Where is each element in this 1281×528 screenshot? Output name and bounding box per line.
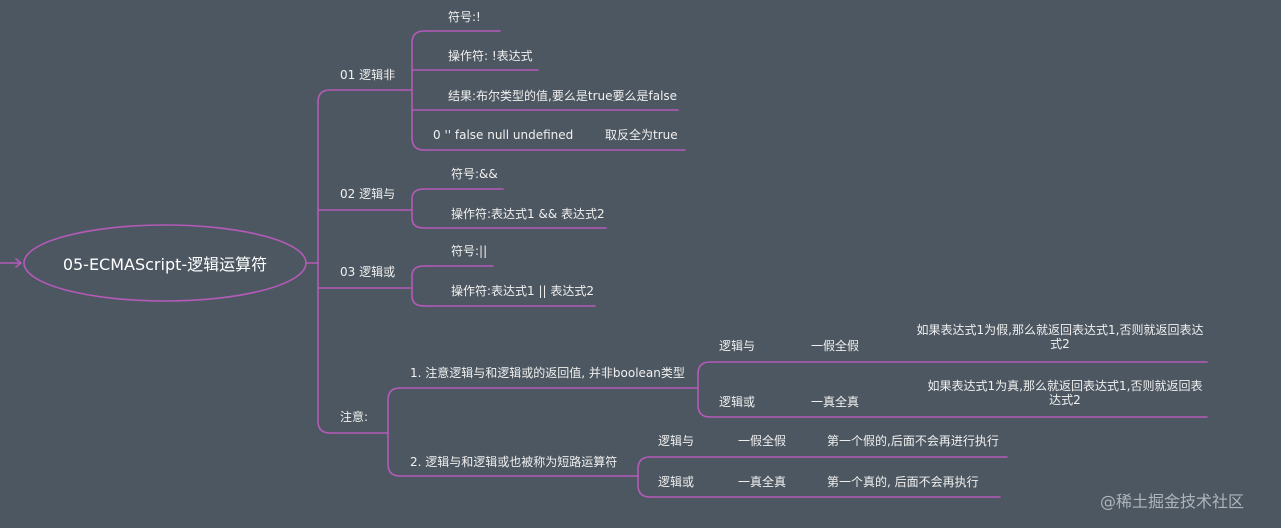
root-node[interactable]: 05-ECMAScript-逻辑运算符 — [62, 255, 268, 274]
n2-sub-trunk — [637, 456, 651, 498]
n1-and-rule[interactable]: 一假全假 — [811, 339, 860, 353]
not-children-trunk — [401, 30, 425, 151]
n2-and-desc[interactable]: 第一个假的,后面不会再进行执行 — [827, 434, 999, 448]
n2-and-rule[interactable]: 一假全假 — [738, 434, 787, 448]
or-children-trunk — [401, 265, 425, 307]
or-item-operator[interactable]: 操作符:表达式1 || 表达式2 — [451, 284, 595, 298]
not-item-falsy-values[interactable]: 0 '' false null undefined — [433, 128, 574, 142]
incoming-arrow — [15, 258, 23, 268]
n1-sub-trunk — [697, 361, 711, 418]
main-trunk — [317, 89, 331, 434]
n2-or-desc[interactable]: 第一个真的, 后面不会再执行 — [827, 475, 979, 489]
and-children-trunk — [401, 188, 425, 229]
n1-or-desc[interactable]: 如果表达式1为真,那么就返回表达式1,否则就返回表达式2 — [927, 379, 1203, 407]
branch-or-label[interactable]: 03 逻辑或 — [340, 265, 396, 279]
or-item-symbol[interactable]: 符号:|| — [451, 244, 488, 258]
branch-not-label[interactable]: 01 逻辑非 — [340, 68, 396, 82]
n2-or-rule[interactable]: 一真全真 — [738, 475, 787, 489]
watermark: @稀土掘金技术社区 — [1100, 492, 1245, 511]
n2-and-label[interactable]: 逻辑与 — [658, 434, 695, 448]
n1-or-label[interactable]: 逻辑或 — [719, 395, 756, 409]
note-n1-label[interactable]: 1. 注意逻辑与和逻辑或的返回值, 并非boolean类型 — [410, 366, 685, 380]
not-item-result[interactable]: 结果:布尔类型的值,要么是true要么是false — [448, 89, 678, 103]
and-item-operator[interactable]: 操作符:表达式1 && 表达式2 — [451, 207, 605, 221]
not-item-operator[interactable]: 操作符: !表达式 — [448, 49, 533, 63]
and-item-symbol[interactable]: 符号:&& — [451, 167, 498, 181]
branch-note-label[interactable]: 注意: — [340, 410, 369, 424]
n1-and-desc[interactable]: 如果表达式1为假,那么就返回表达式1,否则就返回表达式2 — [916, 323, 1204, 351]
n1-and-label[interactable]: 逻辑与 — [719, 339, 756, 353]
n1-or-rule[interactable]: 一真全真 — [811, 395, 860, 409]
not-item-symbol[interactable]: 符号:! — [448, 10, 481, 24]
branch-and-label[interactable]: 02 逻辑与 — [340, 187, 396, 201]
note-n2-label[interactable]: 2. 逻辑与和逻辑或也被称为短路运算符 — [410, 455, 618, 469]
note-children-trunk — [387, 387, 401, 477]
not-item-negate[interactable]: 取反全为true — [605, 128, 678, 142]
n2-or-label[interactable]: 逻辑或 — [658, 475, 695, 489]
